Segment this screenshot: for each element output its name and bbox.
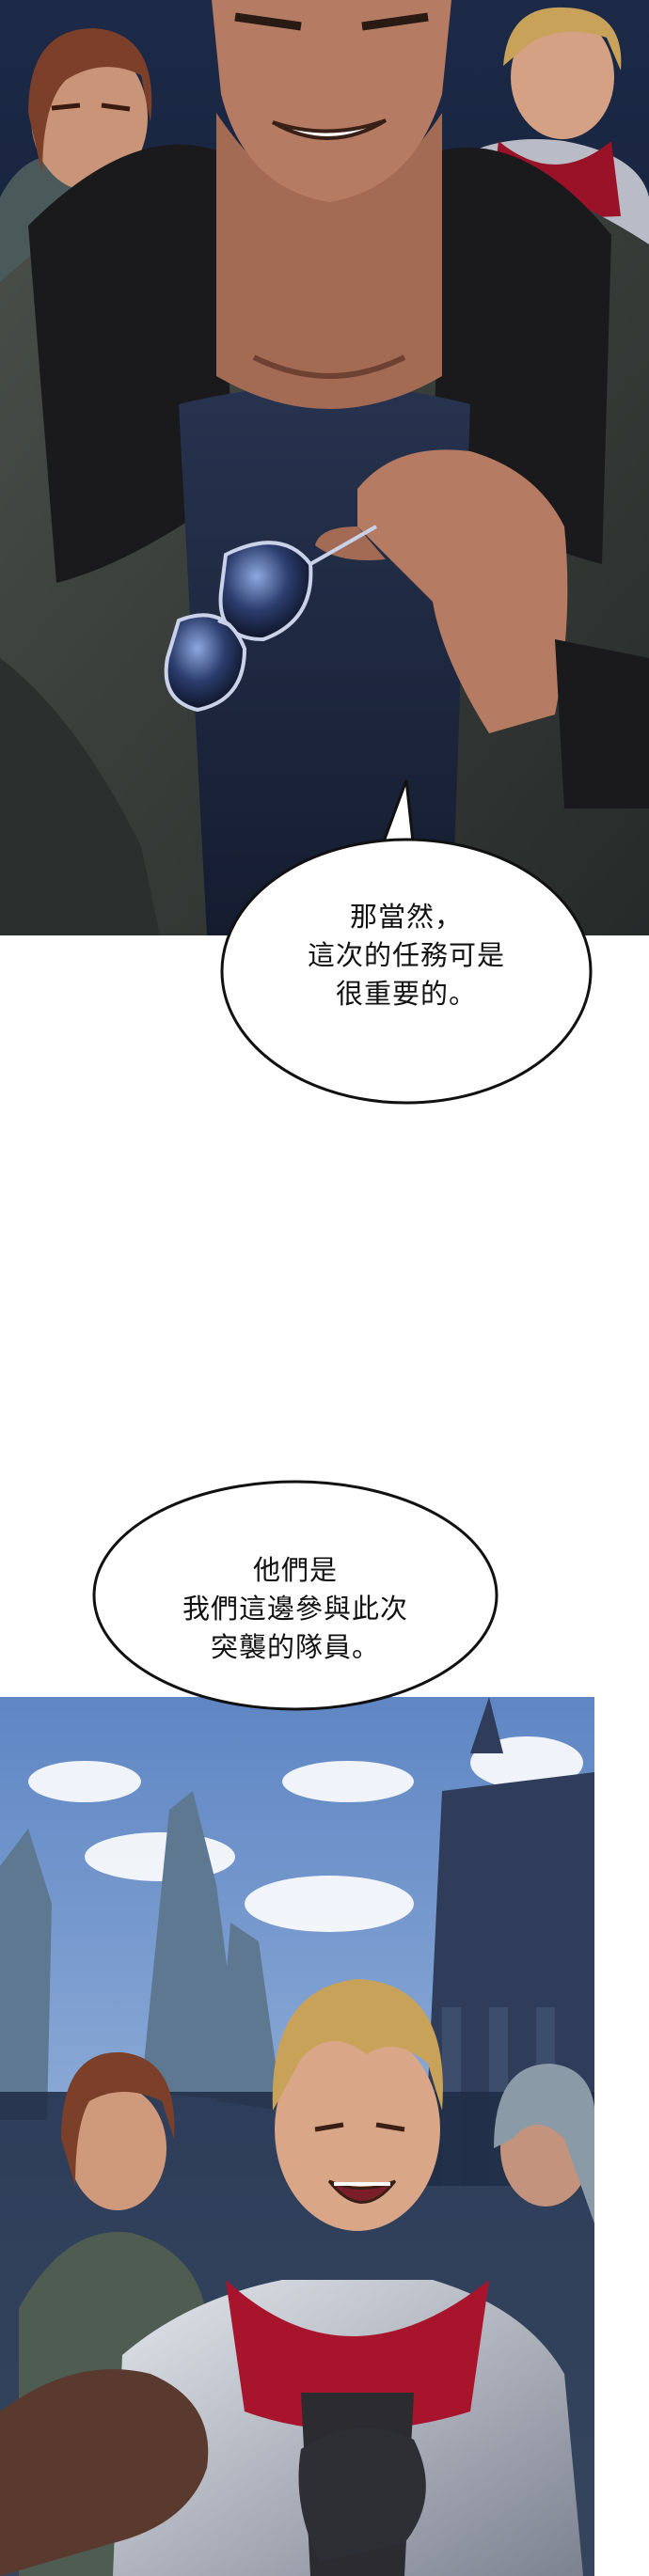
- panel-bottom-art: [0, 1697, 594, 2576]
- speech-bubble-1-line-2: 這次的任務可是: [307, 939, 505, 971]
- neck: [216, 113, 442, 409]
- speech-bubble-1-line-3: 很重要的。: [335, 978, 477, 1010]
- clouds: [28, 1736, 583, 1932]
- foreground-hand: [0, 2369, 209, 2576]
- grin: [271, 118, 388, 140]
- sunglasses: [164, 525, 377, 713]
- speech-bubble-1-shape: [220, 780, 593, 1105]
- speech-bubble-2-text: 他們是 我們這邊參與此次 突襲的隊員。: [90, 1551, 500, 1667]
- rock-spires: [0, 1791, 282, 2120]
- gauntlet: [298, 2427, 426, 2562]
- speech-bubble-2-line-1: 他們是: [252, 1554, 338, 1586]
- speech-bubble-2-line-3: 突襲的隊員。: [210, 1631, 380, 1663]
- comic-panel-bottom: [0, 1697, 594, 2576]
- speech-bubble-1-text: 那當然， 這次的任務可是 很重要的。: [218, 898, 594, 1013]
- speech-bubble-2: 他們是 我們這邊參與此次 突襲的隊員。: [90, 1478, 500, 1713]
- woman-right: [494, 2064, 594, 2223]
- comic-panel-top: [0, 0, 649, 935]
- speech-bubble-2-shape: [92, 1480, 499, 1711]
- speech-bubble-2-line-2: 我們這邊參與此次: [182, 1593, 408, 1625]
- face: [212, 0, 451, 202]
- panel-top-art: [0, 0, 649, 935]
- speech-bubble-1: 那當然， 這次的任務可是 很重要的。: [218, 780, 594, 1109]
- speech-bubble-1-line-1: 那當然，: [349, 901, 463, 933]
